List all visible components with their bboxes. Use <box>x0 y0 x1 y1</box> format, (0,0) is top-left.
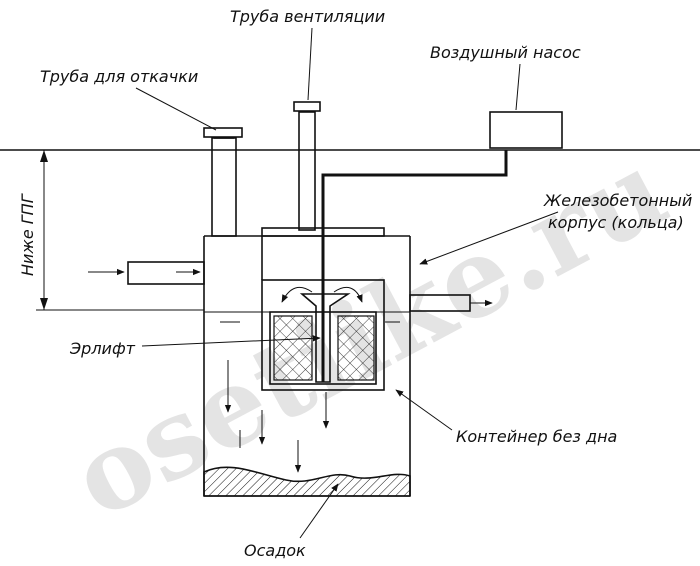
pump-out-pipe <box>203 127 243 237</box>
outlet-pipe <box>409 294 493 312</box>
container <box>261 279 385 391</box>
sediment-label: Осадок <box>244 541 306 560</box>
airlift <box>281 286 363 383</box>
air-pump-label: Воздушный насос <box>430 43 581 62</box>
flow-arrows <box>224 360 330 473</box>
sediment-layer <box>203 466 411 497</box>
air-line <box>321 150 508 382</box>
air-pump <box>489 111 563 149</box>
airlift-label: Эрлифт <box>69 339 136 358</box>
inlet-pipe <box>88 261 205 285</box>
leader-lines <box>135 27 559 539</box>
concrete-body-label-2: корпус (кольца) <box>548 213 684 232</box>
pump-pipe-label: Труба для откачки <box>40 67 198 86</box>
concrete-body-label: Железобетонный <box>543 191 692 210</box>
vent-pipe-label: Труба вентиляции <box>230 7 385 26</box>
container-label: Контейнер без дна <box>456 427 617 446</box>
below-level-label: Ниже ГПГ <box>18 193 37 276</box>
depth-dimension <box>36 150 204 311</box>
vent-pipe <box>293 101 321 231</box>
